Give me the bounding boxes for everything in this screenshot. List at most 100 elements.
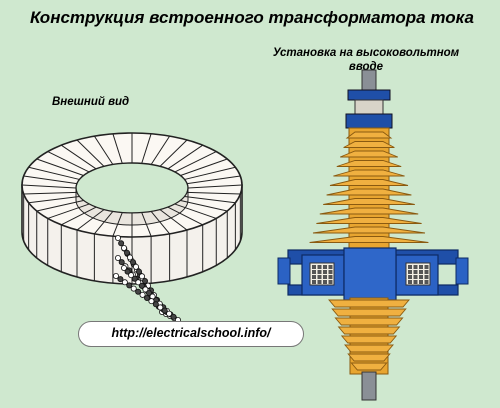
insulator-shed <box>333 169 405 177</box>
winding-turn-top <box>61 144 97 170</box>
coil-turn <box>328 280 333 284</box>
coil-turn <box>419 275 423 279</box>
coil-turn <box>419 265 423 269</box>
coil-turn <box>408 265 412 269</box>
high-voltage-bushing <box>277 69 469 401</box>
coil-turn <box>312 270 316 274</box>
source-url[interactable]: http://electricalschool.info/ <box>78 321 304 347</box>
insulator-shed <box>343 141 395 148</box>
lead-bead <box>129 259 136 266</box>
winding-turn-top <box>36 158 84 176</box>
coil-turn <box>312 265 316 269</box>
insulator-shed <box>340 335 398 344</box>
lead-bead <box>131 275 138 282</box>
coil-turn <box>323 280 327 284</box>
winding-turn-top <box>36 200 84 212</box>
coil-turn <box>424 270 429 274</box>
lead-bead <box>121 244 128 251</box>
lead-bead <box>130 285 137 292</box>
winding-turn-top <box>21 184 77 189</box>
winding-turn-top <box>28 166 80 180</box>
winding-turn-top <box>76 209 105 231</box>
lead-bead <box>138 282 145 289</box>
lead-bead <box>115 254 122 261</box>
insulator-shed <box>344 344 394 353</box>
winding-turn-top <box>23 191 77 195</box>
winding-turn-top <box>174 151 217 173</box>
coil-turn <box>323 275 327 279</box>
insulator-shed <box>331 308 407 317</box>
lead-bead <box>152 301 159 308</box>
lead-bead <box>135 268 142 275</box>
lead-bead <box>118 240 125 247</box>
winding-turn-top <box>23 175 77 185</box>
lead-bead <box>132 263 139 270</box>
coil-turn <box>312 280 316 284</box>
winding-turn-top <box>167 144 203 170</box>
winding-turn-top <box>150 135 171 165</box>
lead-bead <box>145 289 152 296</box>
insulator-shed <box>347 353 391 362</box>
winding-turn-top <box>112 133 123 164</box>
winding-turn-top <box>150 211 171 235</box>
coil-turn <box>328 265 333 269</box>
winding-turn-top <box>187 184 243 189</box>
ct-coil-windings <box>312 265 429 284</box>
lead-bead <box>124 249 131 256</box>
coil-turn <box>424 265 429 269</box>
lead-bead <box>139 291 146 298</box>
coil-turn <box>424 280 429 284</box>
coil-turn <box>413 270 418 274</box>
insulator-shed <box>319 207 419 215</box>
lead-bead <box>124 268 131 275</box>
coil-turn <box>408 270 412 274</box>
lead-bead <box>115 234 122 241</box>
coil-turn <box>317 280 322 284</box>
winding-turn-top <box>180 158 228 176</box>
coil-turn <box>323 270 327 274</box>
lead-bead <box>126 282 133 289</box>
winding-turn-top <box>184 166 236 180</box>
winding-turn-top <box>159 209 188 231</box>
lead-bead <box>170 313 177 320</box>
lead-bead <box>121 279 128 286</box>
insulator-shed <box>336 160 402 167</box>
lead-bead <box>128 272 135 279</box>
coil-turn <box>419 270 423 274</box>
lead-bead <box>143 294 150 301</box>
coil-turn <box>323 265 327 269</box>
insulator-shed <box>345 131 393 139</box>
winding-turn-top <box>61 206 97 226</box>
insulator-shed <box>312 226 426 234</box>
winding-turn-top <box>180 200 228 212</box>
insulator-shed <box>329 179 409 186</box>
winding-turn-top <box>141 133 152 164</box>
winding-turn-top <box>47 203 90 219</box>
insulator-shed <box>316 217 422 224</box>
winding-turn-top <box>47 151 90 173</box>
coil-turn <box>328 275 333 279</box>
coil-turn <box>413 275 418 279</box>
lead-bead <box>166 310 173 317</box>
insulator-shed <box>334 317 404 326</box>
lead-bead <box>135 288 142 295</box>
insulator-shed <box>309 236 429 243</box>
insulator-shed <box>323 198 415 205</box>
winding-turn-top <box>76 139 105 167</box>
winding-turn-top <box>112 212 123 237</box>
lead-bead <box>157 304 164 311</box>
lead-bead <box>148 298 155 305</box>
coil-turn <box>413 265 418 269</box>
winding-turn-top <box>159 139 188 167</box>
winding-turn-top <box>141 212 152 237</box>
winding-turn-top <box>28 196 80 204</box>
lead-bead <box>135 279 142 286</box>
insulator-shed <box>328 299 410 308</box>
lead-bead <box>121 264 128 271</box>
toroidal-transformer <box>21 132 243 323</box>
coil-turn <box>419 280 423 284</box>
winding-turn-top <box>187 175 241 185</box>
coil-turn <box>317 275 322 279</box>
insulator-shed <box>340 150 398 158</box>
